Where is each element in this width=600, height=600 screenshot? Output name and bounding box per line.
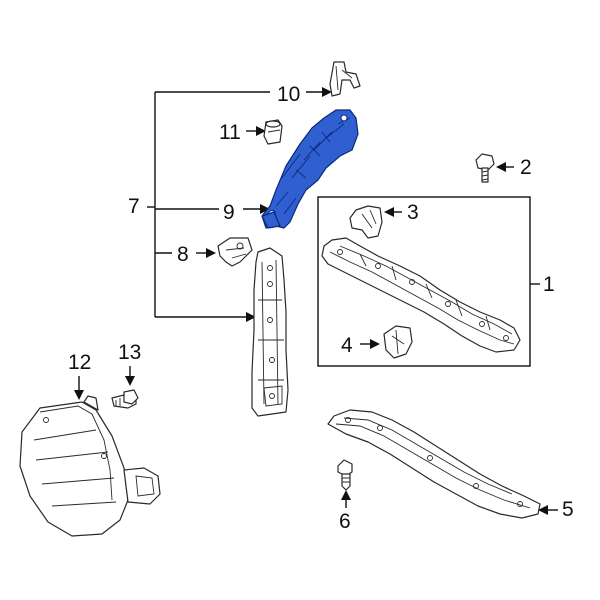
part-1-upper-support [321, 237, 521, 353]
callout-10: 10 [277, 83, 300, 106]
part-3-bracket [349, 205, 383, 239]
callout-11: 11 [219, 121, 241, 144]
part-12-sensor-module [19, 395, 161, 537]
callout-13: 13 [118, 341, 141, 364]
part-13-bolt [111, 389, 139, 409]
part-11-grommet [263, 119, 283, 145]
arrow-13 [125, 376, 135, 386]
arrow-pillar [246, 312, 256, 322]
arrow-5 [538, 505, 548, 515]
callout-2: 2 [520, 156, 532, 179]
arrow-6 [341, 490, 351, 500]
leader-lines [74, 87, 558, 515]
arrow-11 [256, 126, 266, 136]
part-7-vertical-support [251, 247, 289, 417]
callout-7: 7 [128, 195, 140, 218]
assembly-box-1 [317, 196, 531, 367]
arrow-8 [206, 248, 216, 258]
callout-8: 8 [177, 243, 189, 266]
callout-1: 1 [543, 273, 555, 296]
callout-6: 6 [339, 510, 351, 533]
arrow-2 [496, 162, 506, 172]
part-9-bracket-highlighted [261, 109, 359, 229]
callout-12: 12 [68, 351, 91, 374]
part-2-bolt [475, 153, 495, 183]
arrow-3 [384, 207, 394, 217]
part-6-clip [337, 459, 353, 491]
arrow-9 [260, 204, 270, 214]
part-8-bracket [217, 237, 253, 267]
arrow-10 [322, 87, 332, 97]
callout-4: 4 [341, 334, 353, 357]
arrow-4 [370, 339, 380, 349]
part-10-clip [329, 61, 361, 97]
callout-5: 5 [562, 498, 574, 521]
part-4-bracket [383, 325, 413, 359]
callout-9: 9 [223, 201, 235, 224]
callout-3: 3 [407, 201, 419, 224]
arrow-12 [74, 390, 84, 400]
part-5-lower-support [327, 409, 541, 519]
